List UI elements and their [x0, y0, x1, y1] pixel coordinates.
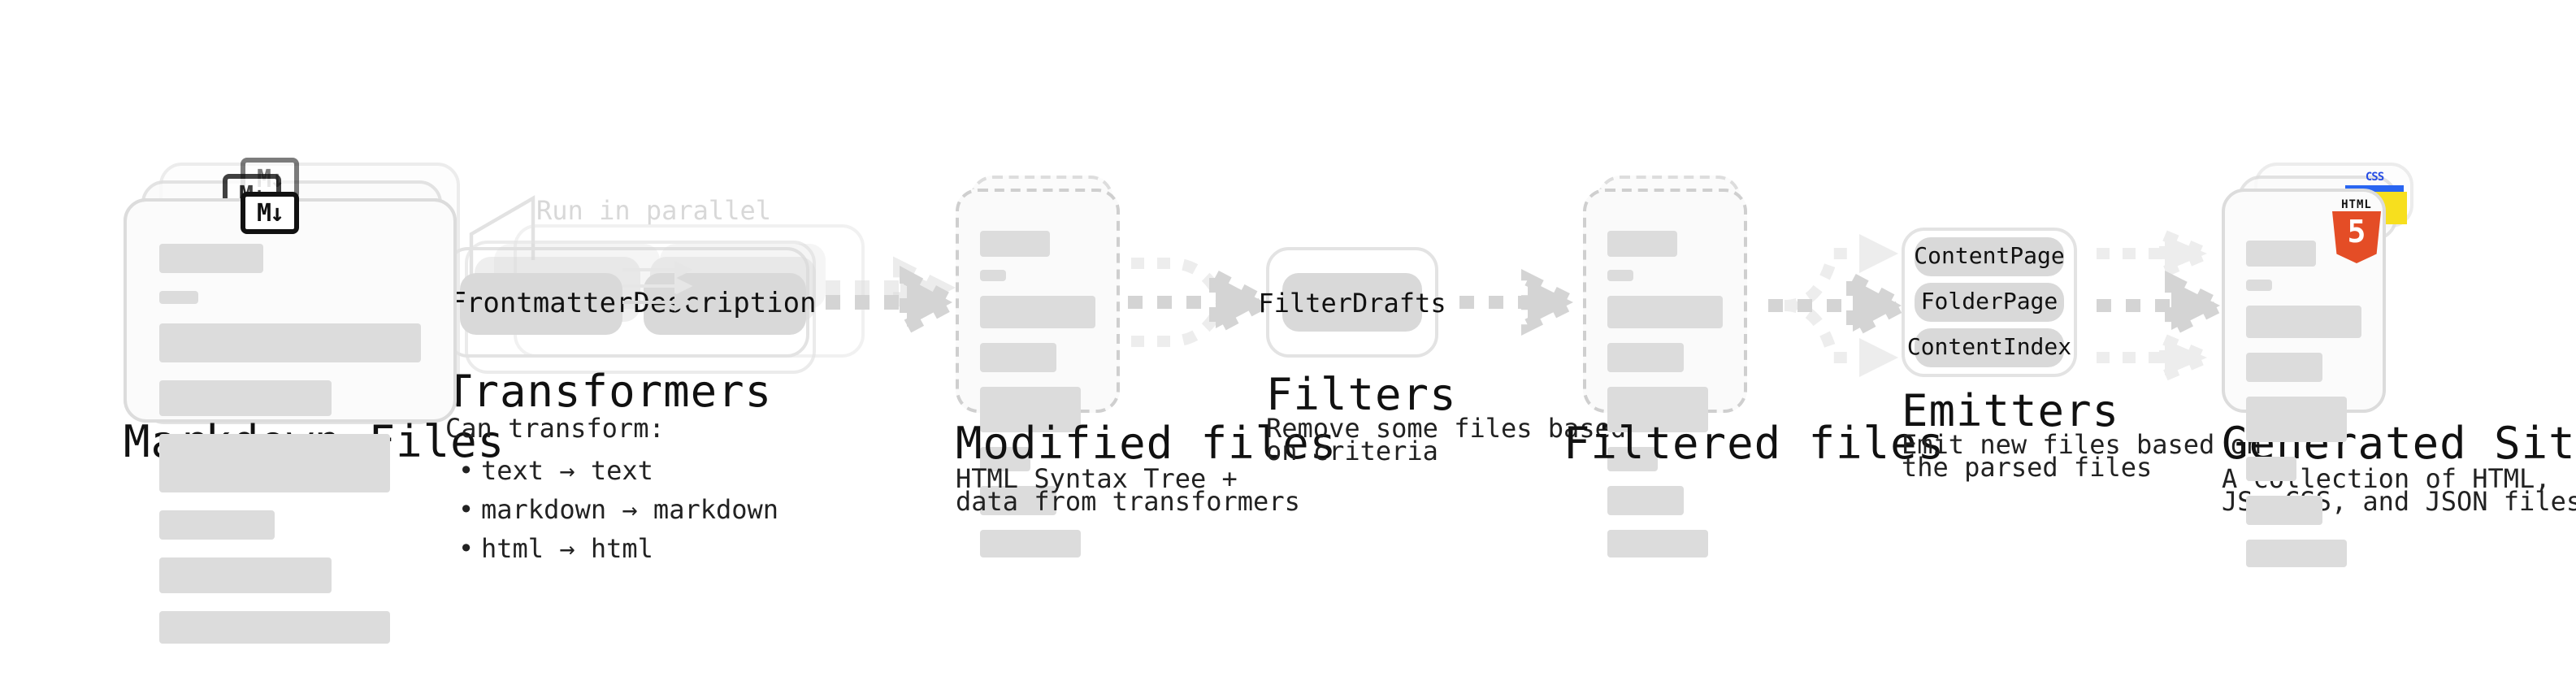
emitters-title: Emitters [1902, 387, 2120, 437]
arrow-emitters-to-site [2097, 227, 2235, 384]
css-icon-label: CSS [2365, 171, 2384, 184]
transformers-subtitle-heading: Can transform: [445, 413, 665, 444]
bar [1607, 270, 1633, 281]
bar [159, 557, 332, 593]
bar [980, 296, 1095, 328]
bar [1607, 486, 1684, 515]
generated-site-subtitle-line1: A collection of HTML, [2222, 463, 2551, 494]
transformers-capability-list: text → text markdown → markdown html → h… [455, 452, 778, 569]
bar [980, 387, 1082, 432]
contentindex-chip[interactable]: ContentIndex [1907, 328, 2071, 367]
contentpage-chip[interactable]: ContentPage [1914, 237, 2065, 276]
bar [2246, 353, 2322, 382]
markdown-card-front-overlay [124, 198, 457, 644]
list-item: text → text [455, 452, 778, 491]
bar [980, 530, 1082, 557]
markdown-content-bars [159, 244, 421, 661]
bar [1607, 296, 1723, 328]
filters-title: Filters [1266, 371, 1457, 421]
bar [159, 323, 421, 362]
bar [159, 611, 390, 644]
list-item: markdown → markdown [455, 491, 778, 530]
emitters-subtitle-line2: the parsed files [1902, 452, 2153, 483]
modified-card-front [956, 189, 1120, 557]
bar [159, 244, 263, 273]
filtered-content-bars [1607, 231, 1723, 575]
site-content-bars [2246, 241, 2361, 585]
folderpage-chip[interactable]: FolderPage [1915, 283, 2064, 322]
bar [2246, 306, 2361, 338]
modified-files-subtitle-line1: HTML Syntax Tree + [956, 463, 1238, 494]
arrow-modified-to-filters [1128, 258, 1278, 347]
bar [1607, 447, 1659, 471]
css-icon-underline [2345, 185, 2404, 192]
site-card-front [2222, 189, 2386, 567]
markdown-icon: M↓ [241, 192, 299, 234]
filtered-files-title: Filtered files [1563, 419, 1945, 470]
filtered-card-front [1583, 189, 1747, 557]
filters-subtitle-line2: on criteria [1266, 436, 1438, 466]
bar [1607, 343, 1684, 372]
modified-files-title: Modified files [956, 419, 1338, 470]
bar [2246, 397, 2348, 442]
arrow-filtered-to-emitters [1768, 234, 1915, 377]
arrow-filters-to-filtered [1459, 269, 1588, 336]
bar [1607, 530, 1709, 557]
bar [159, 434, 390, 492]
bar [2246, 496, 2322, 525]
emitters-subtitle-line1: Emit new files based on [1902, 429, 2262, 460]
html5-icon-caption: HTML [2341, 198, 2372, 211]
filterdrafts-chip[interactable]: FilterDrafts [1258, 273, 1446, 332]
bar [159, 380, 332, 416]
html5-icon-shield: 5 [2332, 211, 2381, 263]
bar [2246, 457, 2297, 481]
arrow-transformers-to-modified [826, 256, 969, 340]
transformer-inner-arrows [622, 260, 693, 312]
bar [159, 291, 198, 304]
modified-files-subtitle-line2: data from transformers [956, 486, 1300, 517]
css-icon: CSS [2345, 171, 2404, 193]
modified-content-bars [980, 231, 1095, 575]
bar [1607, 231, 1677, 257]
bar [980, 486, 1056, 515]
bar [1607, 387, 1709, 432]
frontmatter-chip[interactable]: Frontmatter [449, 273, 633, 335]
bar [980, 270, 1006, 281]
bar [980, 231, 1050, 257]
bar [2246, 280, 2272, 291]
bar [159, 510, 275, 540]
bar [980, 447, 1031, 471]
transformers-title: Transformers [445, 367, 773, 418]
html5-icon: HTML 5 [2331, 198, 2383, 263]
bar [980, 343, 1056, 372]
list-item: html → html [455, 530, 778, 569]
run-in-parallel-note: Run in parallel [536, 195, 771, 226]
bar [2246, 540, 2348, 567]
bar [2246, 241, 2316, 267]
